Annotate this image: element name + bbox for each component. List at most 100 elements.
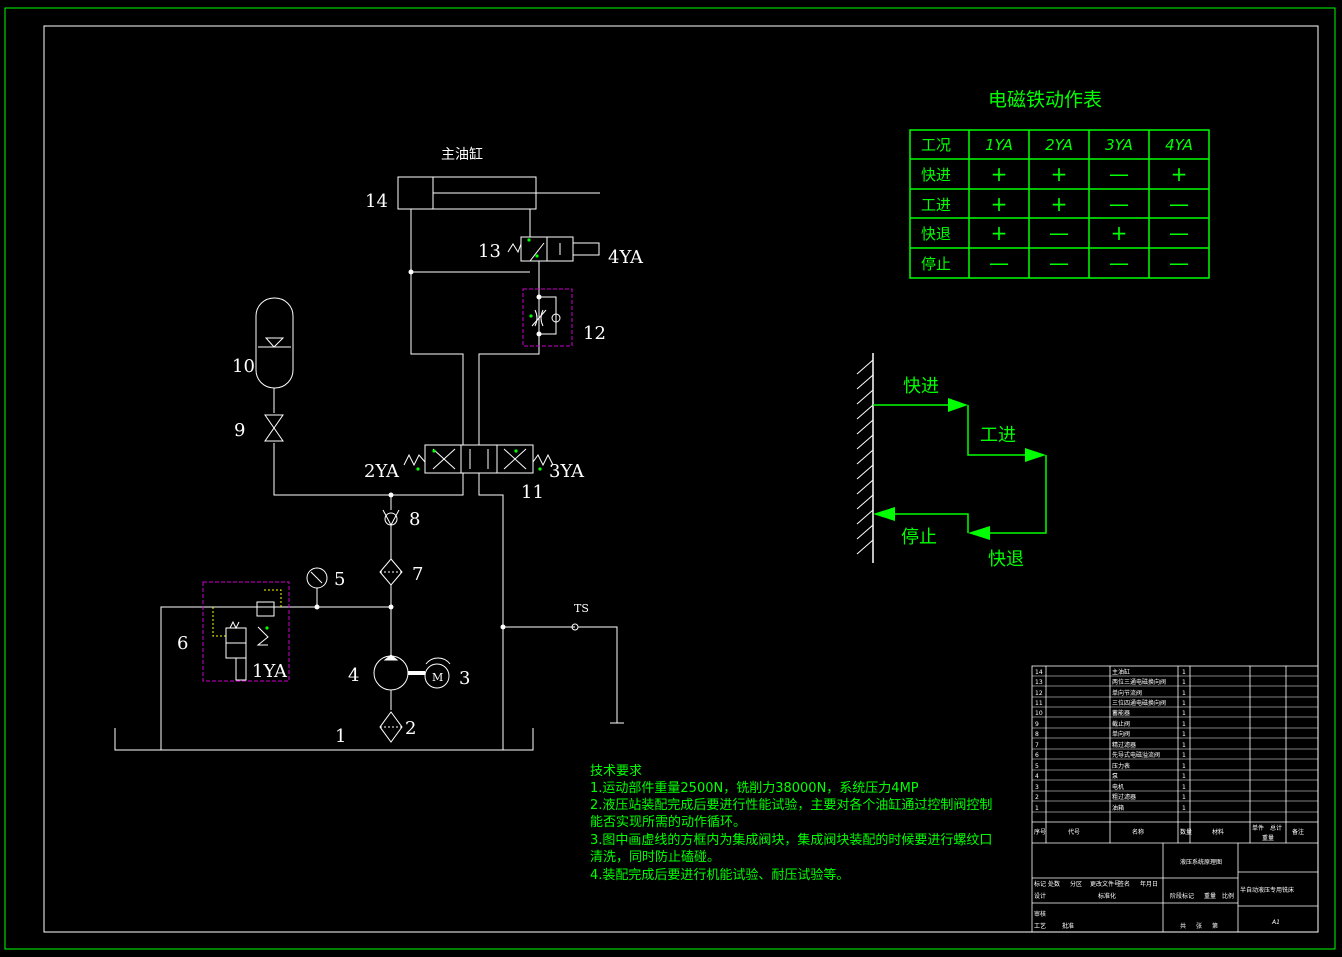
table-cell: 停止	[921, 255, 951, 273]
label-3: 3	[459, 668, 470, 689]
bom-no: 8	[1035, 731, 1039, 738]
gauge-needle	[310, 571, 323, 584]
relief-solenoid-coil	[235, 657, 247, 681]
bom-qty: 1	[1182, 763, 1186, 770]
table-cell: 快退	[921, 225, 951, 243]
motor-rotation	[425, 657, 451, 665]
junction-dot	[500, 624, 506, 630]
bom-header: 总计	[1270, 824, 1282, 832]
bom-no: 5	[1035, 763, 1039, 770]
bom-name: 精过滤器	[1112, 741, 1136, 749]
table-header: 3YA	[1105, 136, 1133, 154]
port-marker	[527, 238, 531, 242]
tb-label: 张	[1196, 922, 1202, 930]
table-cell: —	[1169, 221, 1189, 245]
tb-scale: A1	[1271, 919, 1280, 926]
bom-name: 电机	[1112, 783, 1124, 791]
solenoid-table-title: 电磁铁动作表	[988, 89, 1102, 111]
label-2: 2	[405, 718, 416, 739]
relief-adjust-spring	[256, 626, 269, 646]
table-border	[909, 129, 1210, 279]
bom-name: 蓄能器	[1112, 709, 1130, 717]
bom-no: 12	[1035, 690, 1043, 697]
cycle-stop: 停止	[901, 527, 937, 548]
work-feed-path	[967, 405, 1025, 456]
bom-qty: 1	[1182, 752, 1186, 759]
bom-no: 3	[1035, 784, 1039, 791]
bom-no: 6	[1035, 752, 1039, 759]
label-4: 4	[348, 665, 359, 686]
valve-13-block-a	[520, 236, 548, 262]
label-ts: TS	[574, 602, 589, 615]
arrow-head	[873, 507, 895, 521]
label-12: 12	[583, 323, 606, 344]
table-cell: +	[1051, 162, 1068, 186]
stop-valve-top	[264, 414, 284, 429]
table-cell: —	[989, 251, 1009, 275]
table-header: 2YA	[1045, 136, 1073, 154]
label-14: 14	[365, 191, 388, 212]
relief-drain-line	[212, 607, 226, 637]
label-6: 6	[177, 633, 188, 654]
relief-pilot-line	[264, 589, 282, 607]
oil-tank	[114, 728, 534, 751]
tb-label: 阶段标记	[1170, 892, 1194, 900]
relief-line	[160, 606, 391, 750]
table-cell: —	[1049, 251, 1069, 275]
bom-header: 代号	[1068, 828, 1080, 836]
tech-requirements: 技术要求 1.运动部件重量2500N，铣削力38000N，系统压力4MP 2.液…	[590, 764, 992, 883]
bom-header: 数量	[1180, 828, 1192, 836]
label-8: 8	[409, 509, 420, 530]
table-cell: —	[1109, 251, 1129, 275]
bom-qty: 1	[1182, 710, 1186, 717]
relief-pilot	[256, 601, 275, 617]
tb-label: 分区	[1070, 880, 1082, 888]
valve-12-bypass	[539, 296, 557, 335]
table-cell: —	[1169, 192, 1189, 216]
junction-dot	[408, 269, 414, 275]
label-3ya: 3YA	[549, 461, 585, 482]
accumulator-diaphragm	[264, 337, 285, 348]
tech-line: 能否实现所需的动作循环。	[590, 814, 746, 830]
table-cell: +	[1051, 192, 1068, 216]
bom-qty: 1	[1182, 700, 1186, 707]
bom-header: 重量	[1262, 834, 1274, 842]
label-9: 9	[234, 420, 245, 441]
port-marker	[529, 314, 533, 318]
tech-line: 4.装配完成后要进行机能试验、耐压试验等。	[590, 867, 849, 883]
bom-rows	[1032, 675, 1318, 813]
bom-name: 主油缸	[1112, 668, 1130, 676]
tb-label: 重量	[1204, 892, 1216, 900]
tech-line: 2.液压站装配完成后要进行性能试验，主要对各个油缸通过控制阀控制	[590, 797, 992, 813]
accumulator	[255, 297, 294, 389]
label-11: 11	[521, 482, 544, 503]
tb-label: 共	[1180, 922, 1186, 930]
port-marker	[538, 467, 542, 471]
bom-qty: 1	[1182, 679, 1186, 686]
label-5: 5	[334, 569, 345, 590]
bom-header: 备注	[1292, 828, 1304, 836]
check-valve	[384, 512, 398, 526]
bom-name: 粗过滤器	[1112, 793, 1136, 801]
bom-qty: 1	[1182, 805, 1186, 812]
tech-line: 清洗，同时防止磕碰。	[590, 849, 720, 865]
tech-title: 技术要求	[590, 764, 642, 779]
pump-arrow	[383, 654, 399, 661]
bom-name: 先导式电磁溢流阀	[1112, 751, 1160, 759]
bom-name: 单向节流阀	[1112, 689, 1142, 697]
port-markers	[265, 238, 542, 630]
tb-label: 批准	[1062, 922, 1074, 930]
accumulator-line	[273, 443, 464, 496]
table-cell: —	[1169, 251, 1189, 275]
tb-label: 标准化	[1098, 892, 1116, 900]
bom-header: 序号	[1034, 828, 1046, 836]
valve-11-left-arrow-b	[432, 448, 456, 470]
valve-12-check	[551, 313, 561, 323]
motor-symbol: M	[432, 671, 443, 684]
bom-name: 两位三通电磁换向阀	[1112, 678, 1166, 686]
bom-no: 2	[1035, 794, 1039, 801]
bom-no: 14	[1035, 669, 1043, 676]
valve-11-b-line	[478, 261, 540, 445]
table-header: 4YA	[1165, 136, 1193, 154]
tb-label: 签名	[1118, 880, 1130, 888]
